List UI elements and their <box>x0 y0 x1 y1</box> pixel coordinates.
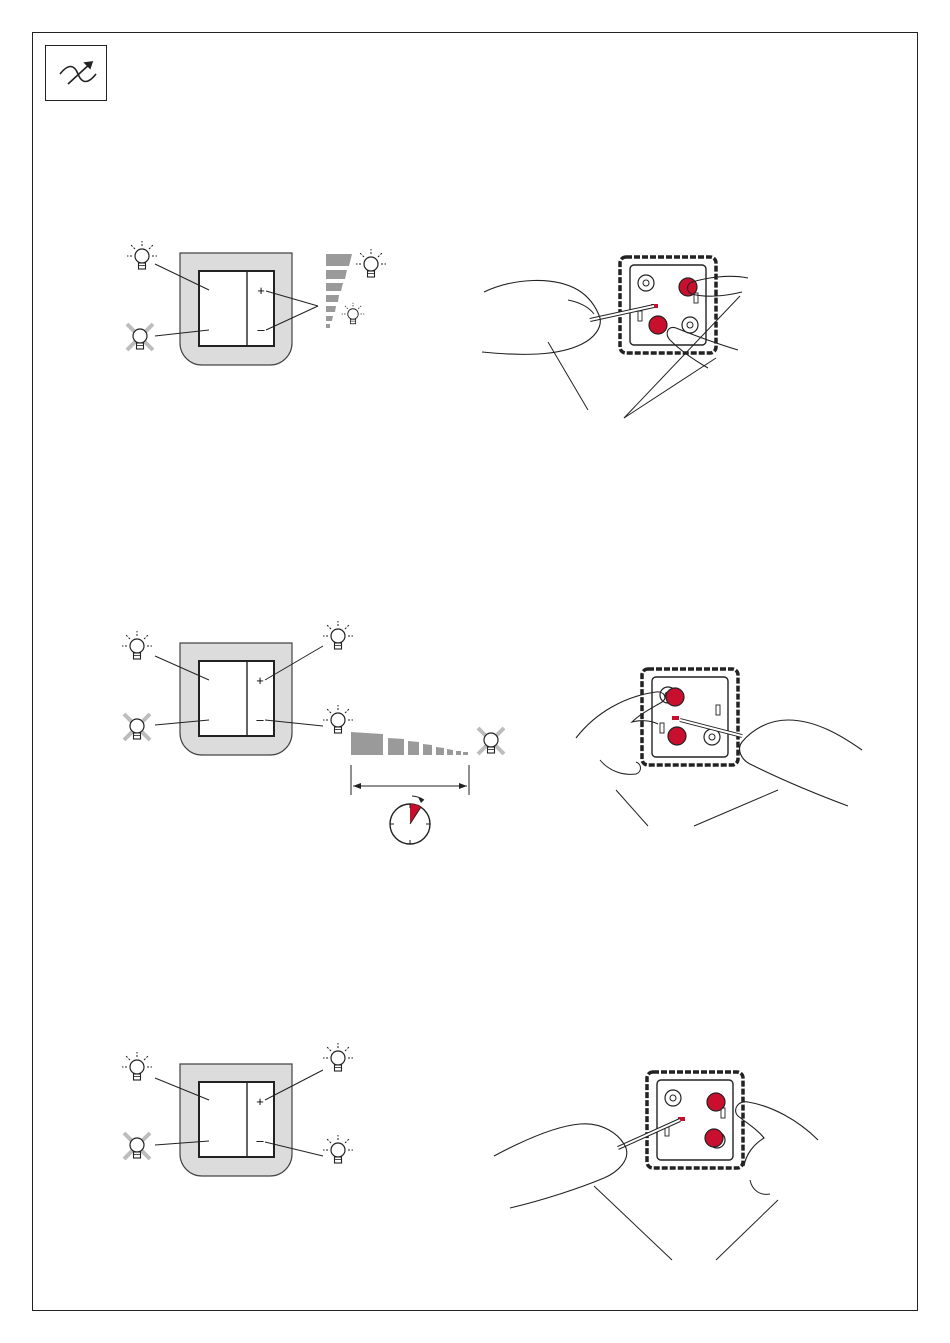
minus-label: – <box>256 712 264 727</box>
hand-icon <box>494 1124 627 1208</box>
step-3-switch-diagram: + – <box>122 1043 353 1176</box>
bulb-off-icon <box>127 324 153 350</box>
step-1-module-illustration <box>482 257 748 418</box>
step-2-switch-diagram: + – <box>122 621 504 844</box>
plus-label: + <box>257 283 265 298</box>
step-3-module-illustration <box>494 1072 818 1260</box>
plus-label: + <box>256 673 264 688</box>
minus-label: – <box>257 322 265 337</box>
dimmer-symbol-icon <box>60 62 96 84</box>
bulb-dim-icon <box>323 1135 353 1163</box>
bulb-on-icon <box>122 631 152 659</box>
bulb-on-icon <box>122 1052 152 1080</box>
bulb-on-icon <box>323 1043 353 1071</box>
hand-icon <box>736 1102 818 1166</box>
hand-icon <box>740 720 862 806</box>
minus-label: – <box>256 1133 264 1148</box>
bulb-on-icon <box>127 241 157 269</box>
timer-icon <box>390 796 430 844</box>
fade-out-bars <box>351 732 468 755</box>
bulb-off-icon <box>478 728 504 754</box>
hand-icon <box>482 280 600 354</box>
bulb-bright-icon <box>356 249 386 277</box>
bulb-off-icon <box>124 714 150 740</box>
bulb-dim-icon <box>323 705 353 733</box>
step-2-module-illustration <box>576 669 862 826</box>
bulb-off-icon <box>124 1133 150 1159</box>
step-1-switch-diagram: + – <box>127 241 386 365</box>
bulb-on-icon <box>323 621 353 649</box>
plus-label: + <box>256 1094 264 1109</box>
bulb-dim-icon <box>342 303 365 324</box>
